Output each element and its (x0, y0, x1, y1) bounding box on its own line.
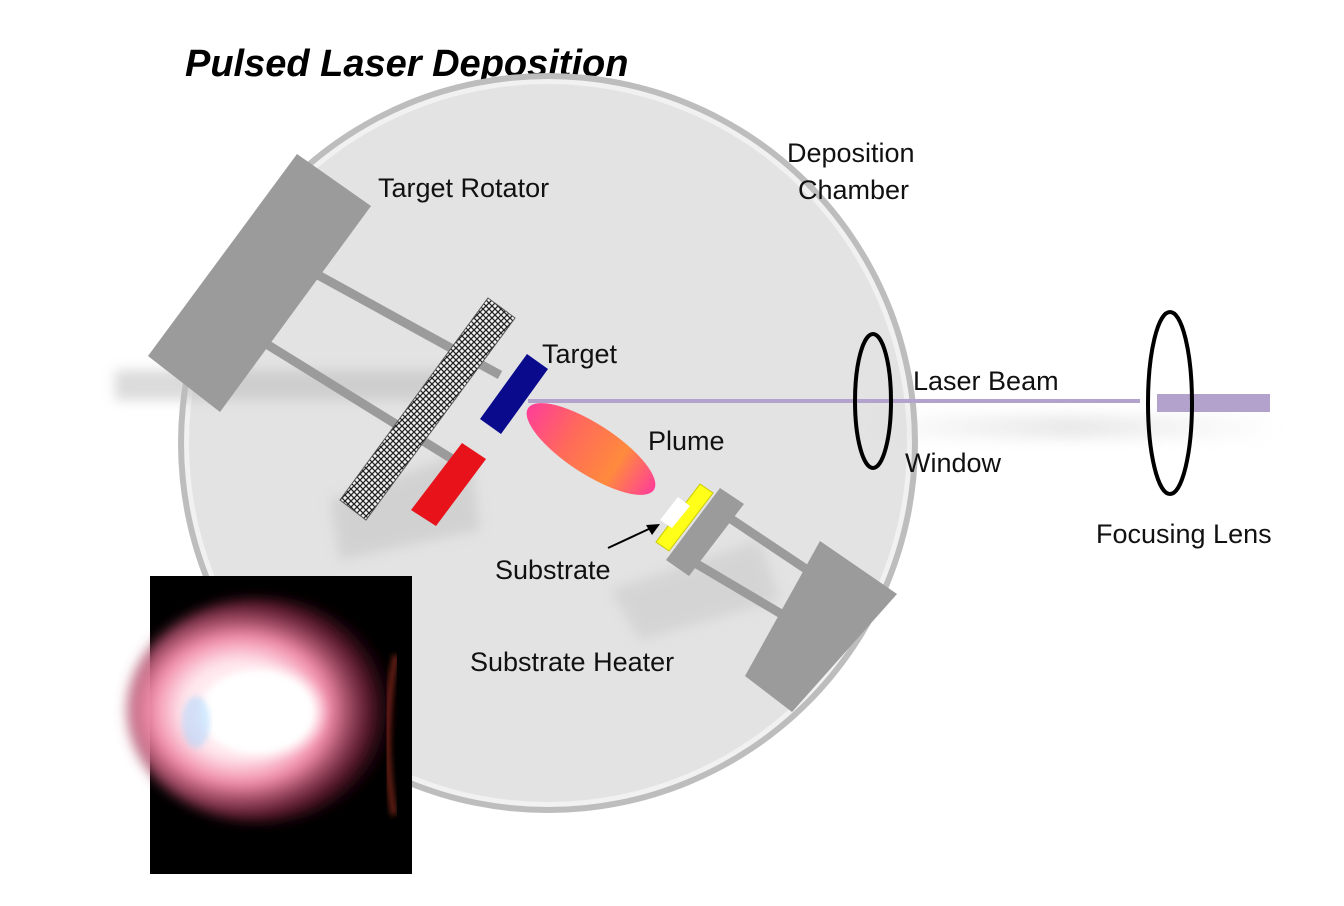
second-target (411, 443, 486, 526)
substrate-heater-block (745, 541, 897, 712)
focusing-lens-label: Focusing Lens (1096, 519, 1272, 549)
drop-shadows (115, 370, 1280, 640)
substrate-holder (666, 488, 744, 576)
target-label: Target (542, 339, 618, 369)
chamber-label-line1: Deposition (787, 138, 915, 168)
plasma-plume-photo (127, 576, 412, 874)
mesh-shutter (339, 297, 516, 521)
substrate-heater-label: Substrate Heater (470, 647, 674, 677)
target (480, 354, 548, 434)
chamber-window (853, 332, 893, 470)
chamber-label-line2: Chamber (798, 175, 909, 205)
plume-label: Plume (648, 426, 725, 456)
substrate-label: Substrate (495, 555, 611, 585)
substrate-arrow (607, 524, 660, 549)
laser-beam-label: Laser Beam (913, 366, 1059, 396)
window-label: Window (905, 448, 1002, 478)
plume (526, 403, 656, 495)
target-rotator-label: Target Rotator (378, 173, 549, 203)
substrate (660, 497, 690, 528)
laser-beam-outer (1157, 394, 1270, 412)
focusing-lens (1146, 310, 1194, 496)
target-rotator-block (148, 154, 371, 412)
